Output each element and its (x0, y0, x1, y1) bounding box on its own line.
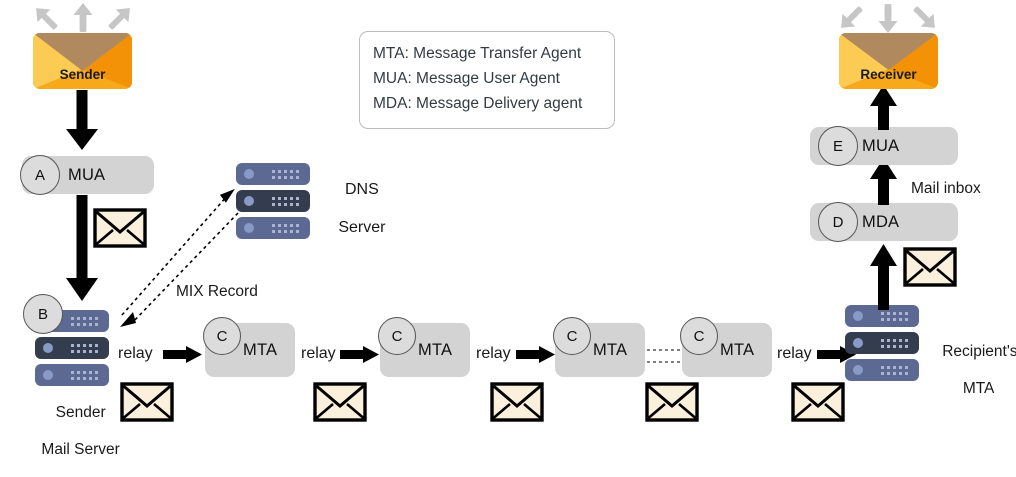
badge-a: A (20, 155, 60, 195)
relay-arrow-3 (516, 346, 555, 363)
stage-mta-3[interactable]: MTA (555, 323, 645, 377)
dns-server-label-line2: Server (338, 218, 386, 236)
recipient-mta-server-icon (845, 305, 919, 381)
badge-c-3-text: C (566, 327, 578, 345)
sender-label: Sender (59, 67, 106, 82)
recipient-mta-label-line1: Recipient's (942, 343, 1016, 361)
email-delivery-diagram: MTA: Message Transfer Agent MUA: Message… (20, 3, 1016, 458)
relay-arrow-4 (817, 346, 856, 363)
mail-inbox-label: Mail inbox (911, 180, 981, 197)
recipient-mta-label: Recipient's MTA (925, 325, 1016, 416)
arrow-mua-to-mailserver (66, 195, 98, 301)
relay-label-1: relay (118, 345, 153, 362)
receiver-mail-icon: Receiver (839, 33, 938, 89)
stage-mda-label: MDA (862, 212, 900, 231)
arrow-sender-to-mua (66, 90, 98, 150)
sender-mail-server-label-line2: Mail Server (41, 440, 120, 458)
mail-icon-6 (791, 382, 845, 422)
badge-c-1: C (203, 317, 241, 355)
relay-label-4: relay (777, 345, 812, 362)
mail-icon-5 (645, 382, 699, 422)
mail-icon-1 (93, 208, 147, 248)
stage-mua-receiver-label: MUA (862, 136, 900, 155)
legend-line-mda: MDA: Message Delivery agent (373, 95, 583, 112)
stage-mta-1[interactable]: MTA (205, 323, 295, 377)
dns-server-label: DNS Server (318, 162, 388, 256)
badge-d-text: D (832, 213, 844, 231)
receiver-label: Receiver (860, 67, 917, 82)
mail-icon-3 (313, 382, 367, 422)
legend-box: MTA: Message Transfer Agent MUA: Message… (359, 31, 615, 129)
badge-b: B (23, 294, 63, 334)
badge-c-2-text: C (391, 327, 403, 345)
badge-c-4: C (680, 317, 718, 355)
relay-label-2: relay (301, 345, 336, 362)
sender-mail-server-label: Sender Mail Server (22, 386, 122, 477)
mail-icon-2 (120, 382, 174, 422)
relay-arrow-1 (163, 346, 202, 363)
dns-query-response-arrows (120, 188, 239, 327)
badge-c-2: C (378, 317, 416, 355)
legend-line-mua: MUA: Message User Agent (373, 70, 560, 87)
mail-icon-7 (903, 247, 957, 287)
mail-icon-4 (490, 382, 544, 422)
badge-c-3: C (553, 317, 591, 355)
mta-continuation-dots (647, 349, 681, 363)
arrow-mua-to-receiver (870, 85, 897, 130)
stage-mua-sender-label: MUA (68, 165, 106, 184)
badge-b-text: B (37, 305, 48, 323)
badge-d: D (818, 202, 858, 242)
stage-mta-3-label: MTA (593, 341, 628, 359)
receiver-down-arrows (841, 4, 935, 33)
mix-record-label: MIX Record (176, 283, 258, 300)
arrow-mda-to-mua (870, 158, 897, 205)
relay-arrow-2 (340, 346, 379, 363)
dns-server-icon (236, 163, 310, 239)
recipient-mta-label-line2: MTA (962, 379, 995, 397)
badge-c-4-text: C (693, 327, 705, 345)
sender-mail-server-icon (35, 310, 109, 386)
badge-e-text: E (832, 137, 843, 155)
sender-mail-server-label-line1: Sender (55, 404, 106, 422)
legend-line-mta: MTA: Message Transfer Agent (373, 45, 582, 62)
sender-mail-icon: Sender (33, 33, 132, 89)
stage-mta-4-label: MTA (720, 341, 755, 359)
sender-up-arrows (36, 3, 130, 32)
arrow-recipientmta-to-mda (870, 244, 897, 310)
stage-mta-1-label: MTA (243, 341, 278, 359)
stage-mta-2-label: MTA (418, 341, 453, 359)
badge-e: E (818, 126, 858, 166)
relay-label-3: relay (476, 345, 511, 362)
dns-server-label-line1: DNS (345, 180, 379, 198)
badge-c-1-text: C (216, 327, 228, 345)
badge-a-text: A (34, 166, 45, 184)
